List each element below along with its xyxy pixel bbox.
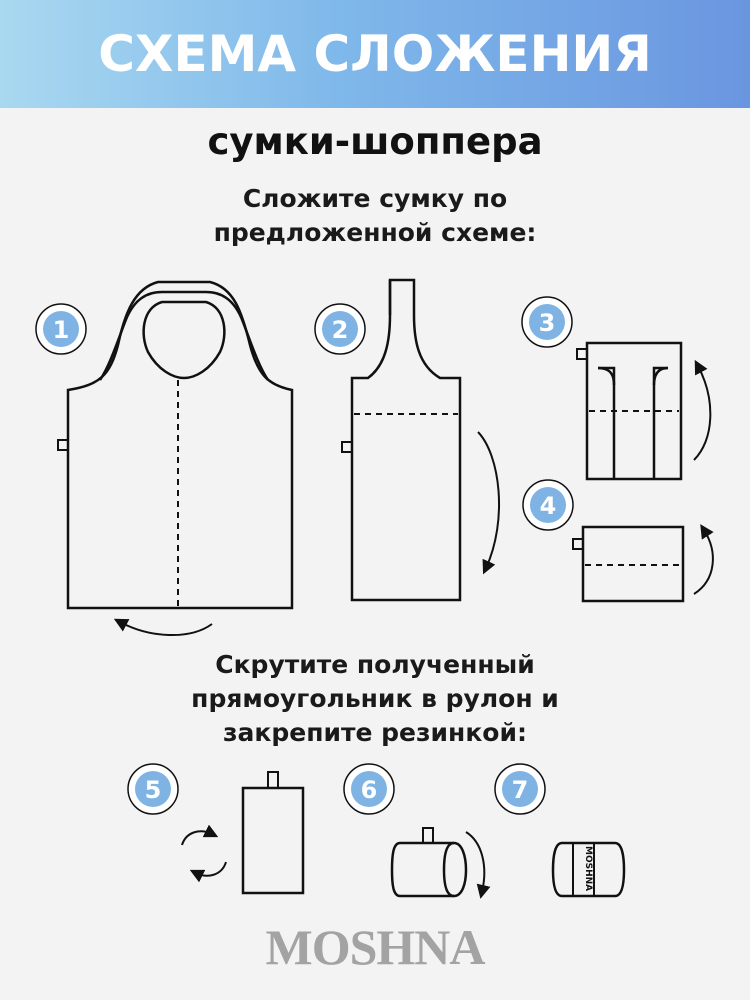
page-title: СХЕМА СЛОЖЕНИЯ [98, 25, 652, 83]
step-badge-2: 2 [314, 303, 366, 355]
step-number: 6 [361, 776, 378, 804]
instruction-fold: Сложите сумку по предложенной схеме: [0, 182, 750, 250]
rotate-arrows-icon [181, 824, 227, 883]
step-4-bag [572, 525, 685, 603]
step-number: 2 [332, 316, 349, 344]
instruction-line: Сложите сумку по [242, 184, 508, 213]
step-7-roll [551, 841, 626, 898]
instruction-line: Скрутите полученный [215, 650, 535, 679]
step-number: 1 [53, 316, 70, 344]
instruction-roll: Скрутите полученный прямоугольник в руло… [0, 648, 750, 750]
brand-logo: MOSHNA [265, 919, 486, 975]
instruction-line: предложенной схеме: [213, 218, 537, 247]
curved-arrow-icon [113, 618, 213, 637]
curved-arrow-icon [693, 359, 712, 461]
step-3-bag [576, 341, 683, 481]
curved-arrow-icon [465, 831, 491, 899]
bag-label: MOSHNA [583, 846, 593, 891]
instruction-line: прямоугольник в рулон и [191, 684, 559, 713]
header-banner [0, 0, 750, 108]
curved-arrow-icon [693, 524, 714, 595]
instruction-line: закрепите резинкой: [223, 718, 527, 747]
step-number: 5 [145, 776, 162, 804]
step-1-bag [57, 280, 294, 610]
curved-arrow-icon [477, 431, 500, 575]
step-number: 3 [539, 309, 556, 337]
step-number: 4 [540, 492, 557, 520]
step-6-roll [390, 827, 468, 898]
step-badge-3: 3 [521, 296, 573, 348]
step-badge-6: 6 [343, 763, 395, 815]
subtitle: сумки-шоппера [207, 120, 543, 163]
step-number: 7 [512, 776, 529, 804]
step-badge-7: 7 [494, 763, 546, 815]
step-2-bag [341, 278, 462, 602]
step-badge-5: 5 [127, 763, 179, 815]
step-5-bag [241, 771, 305, 895]
step-badge-4: 4 [522, 479, 574, 531]
step-badge-1: 1 [35, 303, 87, 355]
